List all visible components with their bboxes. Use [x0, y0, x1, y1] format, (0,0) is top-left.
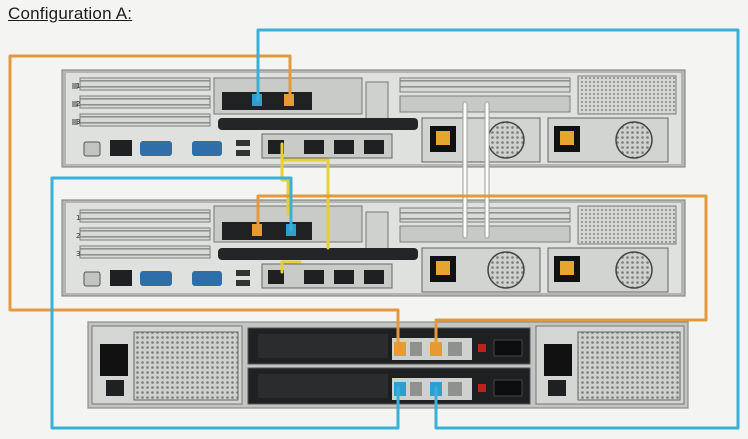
serial-port-icon — [83, 271, 101, 287]
pcie-slots-left: 1 2 3 — [72, 77, 211, 127]
server-bottom: 1 2 3 — [61, 199, 686, 297]
ethernet-port-icon — [448, 342, 462, 356]
rear-io-bottom — [83, 270, 250, 287]
usb-port-icon — [236, 150, 250, 156]
power-socket-icon — [100, 344, 128, 376]
cable-orange — [8, 54, 400, 350]
sas-port-icon — [394, 342, 406, 356]
slot-number-2: 2 — [76, 100, 80, 108]
cable-blue — [256, 28, 740, 430]
ethernet-port-icon — [268, 270, 284, 284]
hba-card — [222, 92, 312, 110]
cables — [8, 28, 740, 430]
ethernet-port-icon — [448, 382, 462, 396]
storage-array — [87, 321, 689, 409]
slot-number-3: 3 — [76, 118, 80, 126]
hba-card — [222, 222, 312, 240]
ethernet-port-icon — [110, 270, 132, 286]
slot-number-2: 2 — [76, 232, 80, 240]
fan-grille-icon — [577, 331, 681, 401]
sas-port-icon — [252, 224, 262, 236]
ethernet-port-icon — [304, 140, 324, 154]
usb-port-icon — [236, 280, 250, 286]
sas-port-icon — [410, 342, 422, 356]
fan-grille-icon — [487, 251, 525, 289]
usb-port-icon — [236, 270, 250, 276]
slot-number-3: 3 — [76, 250, 80, 258]
cable-orange — [256, 194, 708, 350]
fan-grille-icon — [615, 121, 653, 159]
serial-port-icon — [140, 141, 172, 156]
usb-port-icon — [236, 140, 250, 146]
slot-number-1: 1 — [76, 82, 80, 90]
psu-bottom-2 — [547, 247, 669, 293]
vga-port-icon — [192, 271, 222, 286]
serial-port-icon — [83, 141, 101, 157]
fan-grille-icon — [615, 251, 653, 289]
fan-grille-icon — [133, 331, 239, 401]
page-title: Configuration A: — [8, 4, 133, 23]
controller-a — [247, 327, 531, 365]
ethernet-port-icon — [268, 140, 284, 154]
power-socket-icon — [544, 344, 572, 376]
ethernet-port-icon — [110, 140, 132, 156]
vga-port-icon — [192, 141, 222, 156]
ethernet-port-icon — [364, 140, 384, 154]
psu-bottom-1 — [421, 247, 541, 293]
serial-port-icon — [140, 271, 172, 286]
slot-number-1: 1 — [76, 214, 80, 222]
ethernet-port-icon — [364, 270, 384, 284]
sas-port-icon — [410, 382, 422, 396]
rear-io-top — [83, 140, 250, 157]
pcie-slots-left: 1 2 3 — [76, 209, 211, 259]
psu-top-1 — [421, 117, 541, 163]
ethernet-port-icon — [304, 270, 324, 284]
cable-yellow — [280, 260, 302, 274]
psu-top-2 — [547, 117, 669, 163]
sas-port-icon — [394, 382, 406, 396]
controller-b — [247, 367, 531, 405]
server-top: 1 2 3 — [61, 69, 686, 168]
ethernet-port-icon — [334, 140, 354, 154]
cable-blue — [50, 176, 400, 430]
ethernet-port-icon — [334, 270, 354, 284]
fan-grille-icon — [487, 121, 525, 159]
